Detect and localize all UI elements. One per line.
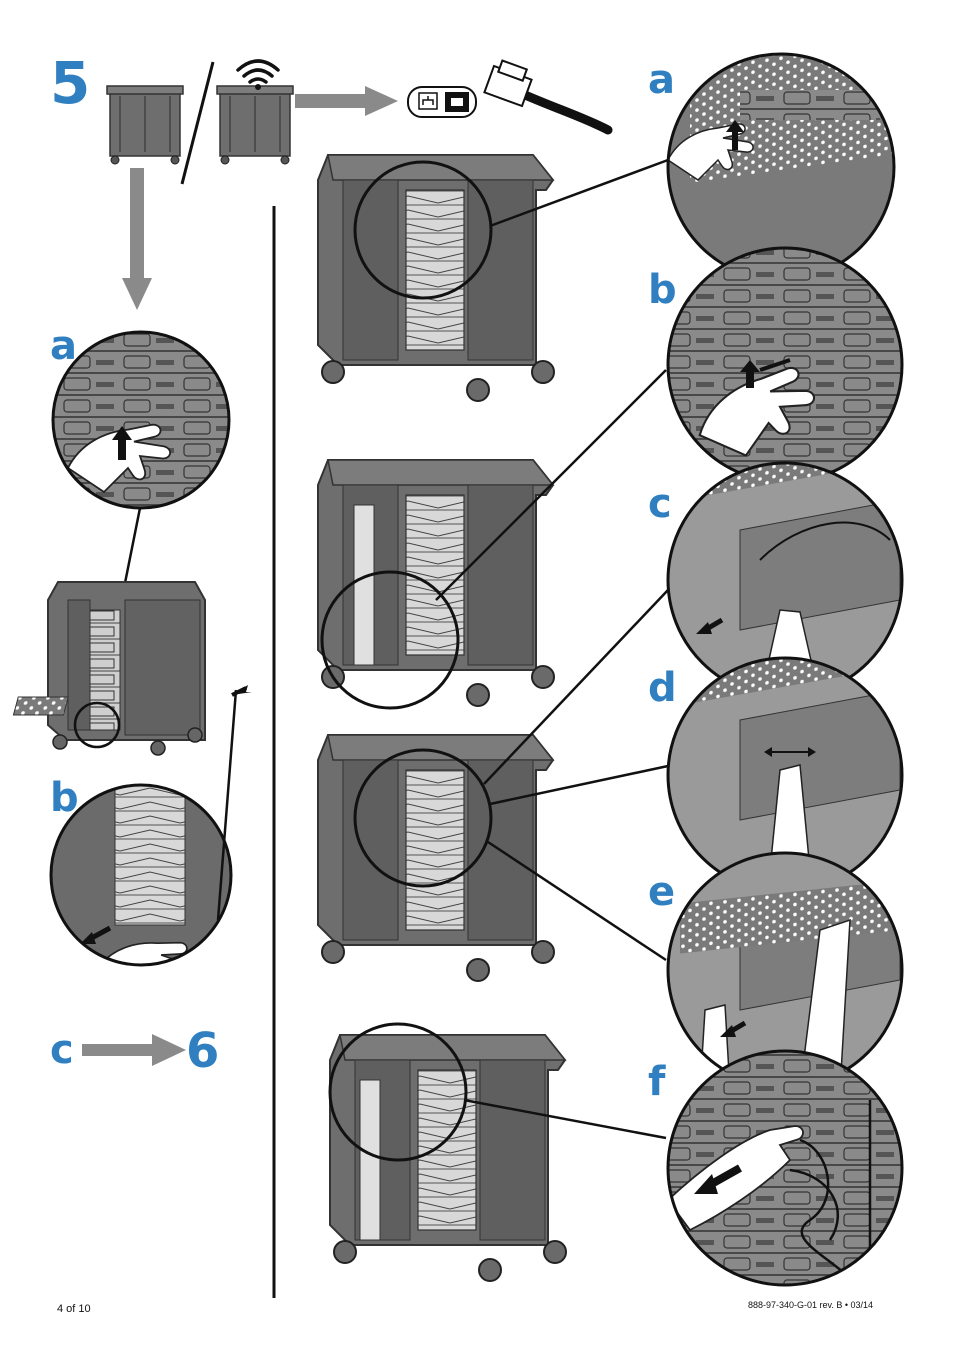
cart-illustration-4 — [328, 1022, 567, 1282]
arrow-right-icon — [82, 1034, 186, 1066]
detail-circle-right-a — [666, 52, 896, 282]
cart-icon — [216, 85, 294, 165]
cart-illustration-3 — [317, 734, 555, 982]
divider-slash — [180, 61, 215, 185]
cart-illustration — [12, 581, 252, 756]
detail-circle-right-b — [666, 246, 904, 484]
right-substep-c-label: c — [648, 481, 672, 527]
arrow-down-icon — [122, 168, 152, 310]
callout-lines — [435, 158, 669, 1140]
cart-icon — [106, 85, 184, 165]
left-substep-a-label: a — [50, 323, 77, 369]
network-port-icon — [407, 86, 477, 118]
right-substep-f-label: f — [648, 1059, 666, 1105]
wifi-icon — [236, 59, 280, 90]
next-step-number: 6 — [186, 1023, 220, 1079]
document-number: 888-97-340-G-01 rev. B • 03/14 — [748, 1300, 874, 1310]
detail-circle-right-d — [666, 656, 904, 894]
callout-line — [216, 689, 238, 921]
detail-circle-right-f — [666, 1049, 904, 1287]
page-number: 4 of 10 — [57, 1303, 91, 1315]
step-number: 5 — [50, 49, 91, 117]
arrow-right-icon — [295, 86, 398, 116]
left-substep-c-label: c — [50, 1027, 74, 1073]
detail-circle-right-e — [666, 851, 904, 1089]
right-substep-b-label: b — [648, 267, 677, 313]
left-substep-b-label: b — [50, 775, 79, 821]
cart-illustration-1 — [317, 154, 555, 402]
ethernet-cable-icon — [483, 59, 613, 135]
right-substep-e-label: e — [648, 869, 676, 915]
right-substep-a-label: a — [648, 57, 675, 103]
cart-illustration-2 — [317, 459, 555, 710]
detail-circle-left-a — [51, 330, 231, 510]
detail-circle-left-b — [49, 783, 233, 967]
right-substep-d-label: d — [648, 665, 677, 711]
